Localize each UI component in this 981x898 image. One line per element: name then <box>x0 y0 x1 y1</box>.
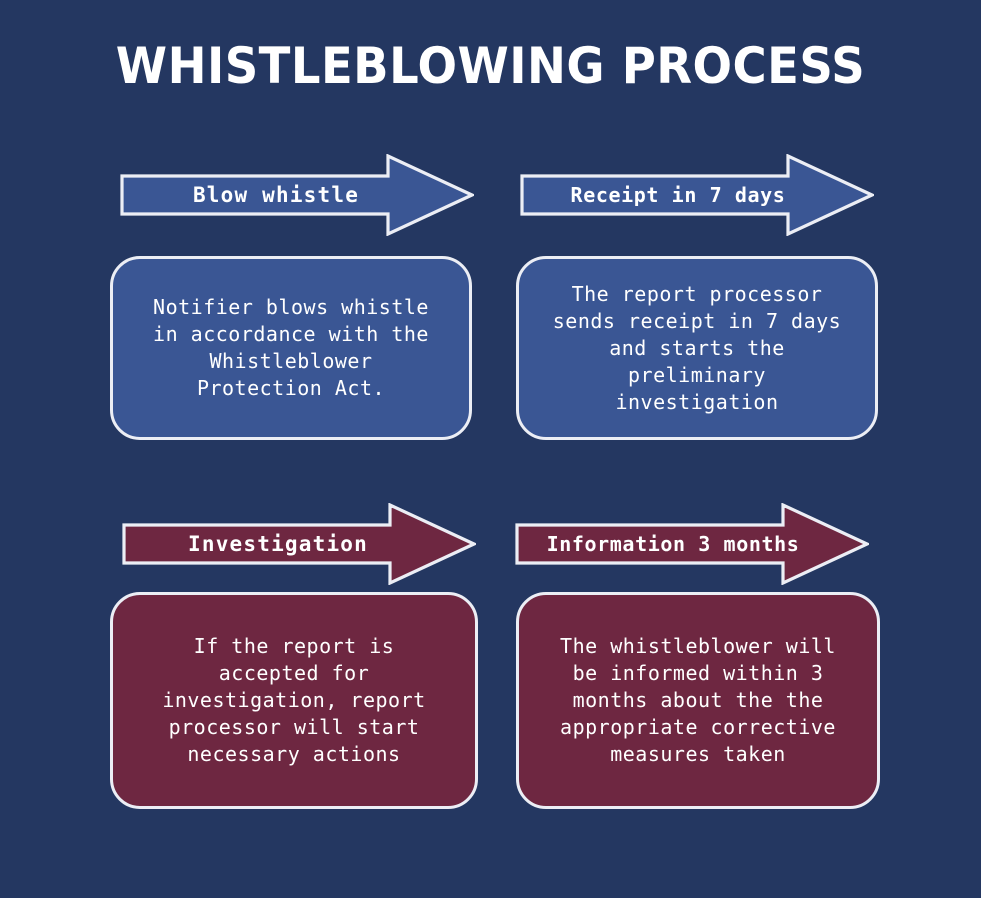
right-arrow-icon <box>520 154 874 236</box>
right-arrow-icon <box>515 503 869 585</box>
right-arrow-icon <box>120 154 474 236</box>
step-4-description-card: The whistleblower will be informed withi… <box>516 592 880 809</box>
page-title: WHISTLEBLOWING PROCESS <box>115 37 866 95</box>
step-1-arrow-banner: Blow whistle <box>120 154 474 236</box>
step-2-description-card: The report processor sends receipt in 7 … <box>516 256 878 440</box>
step-2-arrow-banner: Receipt in 7 days <box>520 154 874 236</box>
right-arrow-icon <box>122 503 476 585</box>
step-3-description-card: If the report is accepted for investigat… <box>110 592 478 809</box>
step-4-arrow-banner: Information 3 months <box>515 503 869 585</box>
step-1-description-card: Notifier blows whistle in accordance wit… <box>110 256 472 440</box>
step-3-arrow-banner: Investigation <box>122 503 476 585</box>
